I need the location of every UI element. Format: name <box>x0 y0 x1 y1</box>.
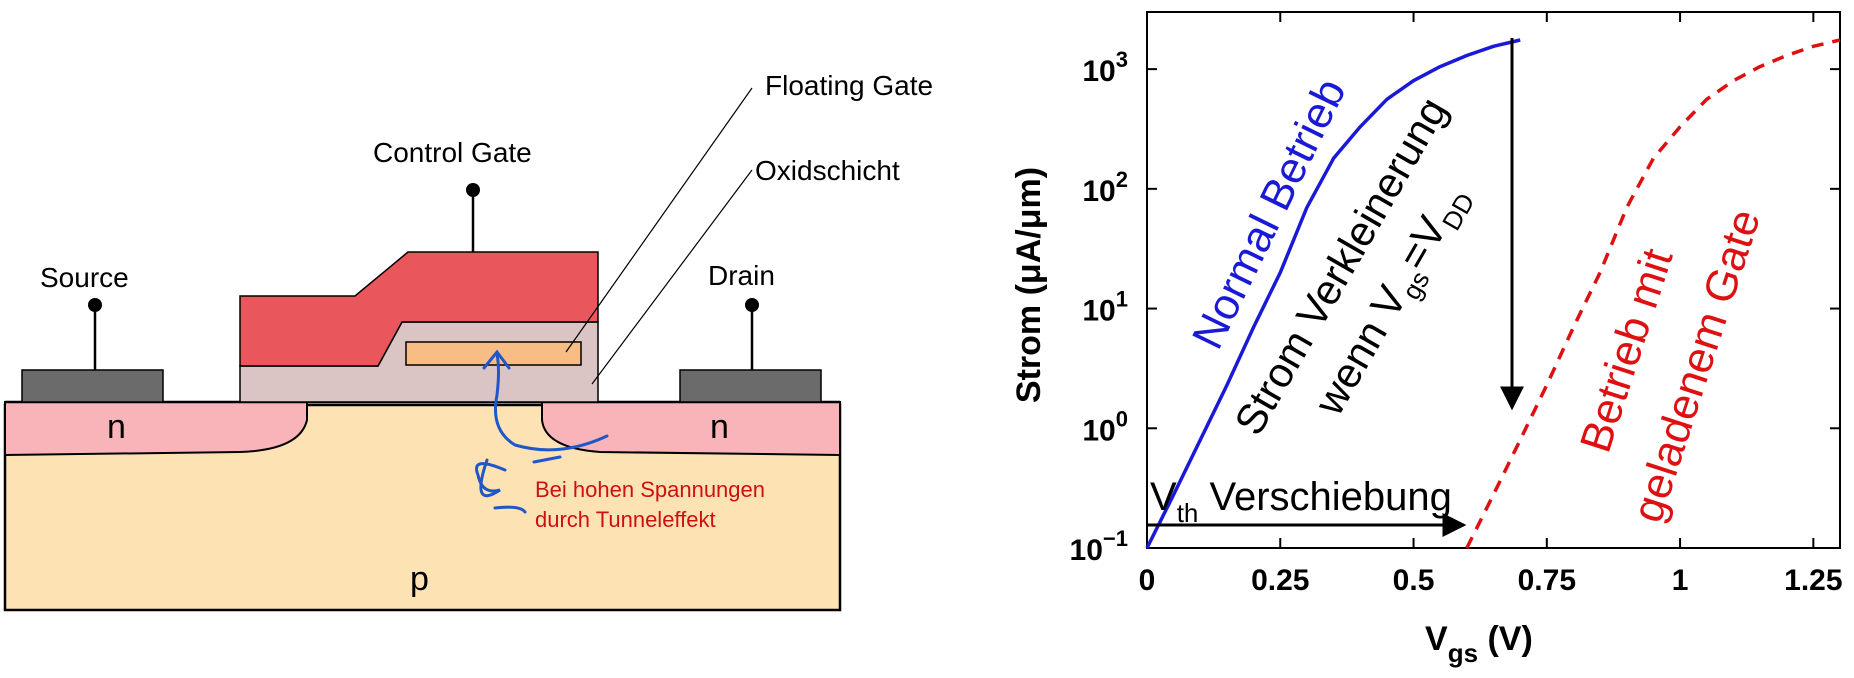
drain-terminal <box>745 298 759 312</box>
vth-shift-rest: Verschiebung <box>1198 475 1452 519</box>
drain-label: Drain <box>708 260 775 291</box>
vth-shift-main: V <box>1150 475 1177 519</box>
gate-terminal <box>466 183 480 197</box>
n-left-label: n <box>107 408 126 446</box>
control-gate <box>239 251 599 367</box>
tunnel-note-line1: Bei hohen Spannungen <box>535 477 765 502</box>
floating-gate-label: Floating Gate <box>765 70 933 101</box>
iv-chart: 0 0.25 0.5 0.75 1 1.25 10−1 100 101 102 103 Strom… <box>1010 11 1843 668</box>
x-tick-labels: 0 0.25 0.5 0.75 1 1.25 <box>1139 564 1843 597</box>
x-axis-title: Vgs (V) <box>1425 620 1533 668</box>
x-axis-title-main: V <box>1425 620 1448 658</box>
y-tick-label: 10−1 <box>1070 526 1128 567</box>
y-tick-labels: 10−1 100 101 102 103 <box>1070 47 1128 567</box>
x-tick-label: 1.25 <box>1784 564 1842 597</box>
source-terminal <box>88 298 102 312</box>
normal-operation-curve <box>1145 38 1521 549</box>
y-tick-label: 100 <box>1082 406 1128 447</box>
drain-contact <box>679 369 822 403</box>
plot-frame <box>1146 11 1841 549</box>
tunnel-note-line2: durch Tunneleffekt <box>535 507 716 532</box>
source-label: Source <box>40 262 129 293</box>
vth-shift-label: Vth Verschiebung <box>1150 475 1452 528</box>
y-tick-label: 103 <box>1082 47 1128 88</box>
n-region-left <box>4 401 308 457</box>
y-tick-label: 102 <box>1082 167 1128 208</box>
p-label: p <box>410 560 429 598</box>
n-region-right <box>541 401 841 457</box>
tunneling-arrow <box>475 349 609 514</box>
curves <box>1145 38 1841 549</box>
oxide-leader <box>591 169 753 385</box>
y-axis-title: Strom (μA/μm) <box>1010 167 1048 403</box>
x-tick-label: 0.75 <box>1518 564 1576 597</box>
x-axis-title-sub: gs <box>1448 638 1478 668</box>
x-tick-label: 1 <box>1672 564 1689 597</box>
x-axis-title-unit: (V) <box>1478 620 1533 658</box>
floating-gate-leader <box>565 87 753 353</box>
control-gate-label: Control Gate <box>373 137 532 168</box>
axis-ticks <box>1146 12 1840 549</box>
transistor-diagram: Source Control Gate Floating Gate Oxidsc… <box>3 70 933 612</box>
vth-shift-sub: th <box>1177 498 1199 528</box>
charged-gate-curve <box>1465 38 1841 549</box>
n-right-label: n <box>710 408 729 446</box>
x-tick-label: 0.5 <box>1393 564 1435 597</box>
x-tick-label: 0.25 <box>1251 564 1309 597</box>
x-tick-label: 0 <box>1139 564 1156 597</box>
source-contact <box>21 369 164 403</box>
y-tick-label: 101 <box>1082 287 1128 328</box>
oxide-label: Oxidschicht <box>755 155 900 186</box>
floating-gate <box>405 341 582 366</box>
